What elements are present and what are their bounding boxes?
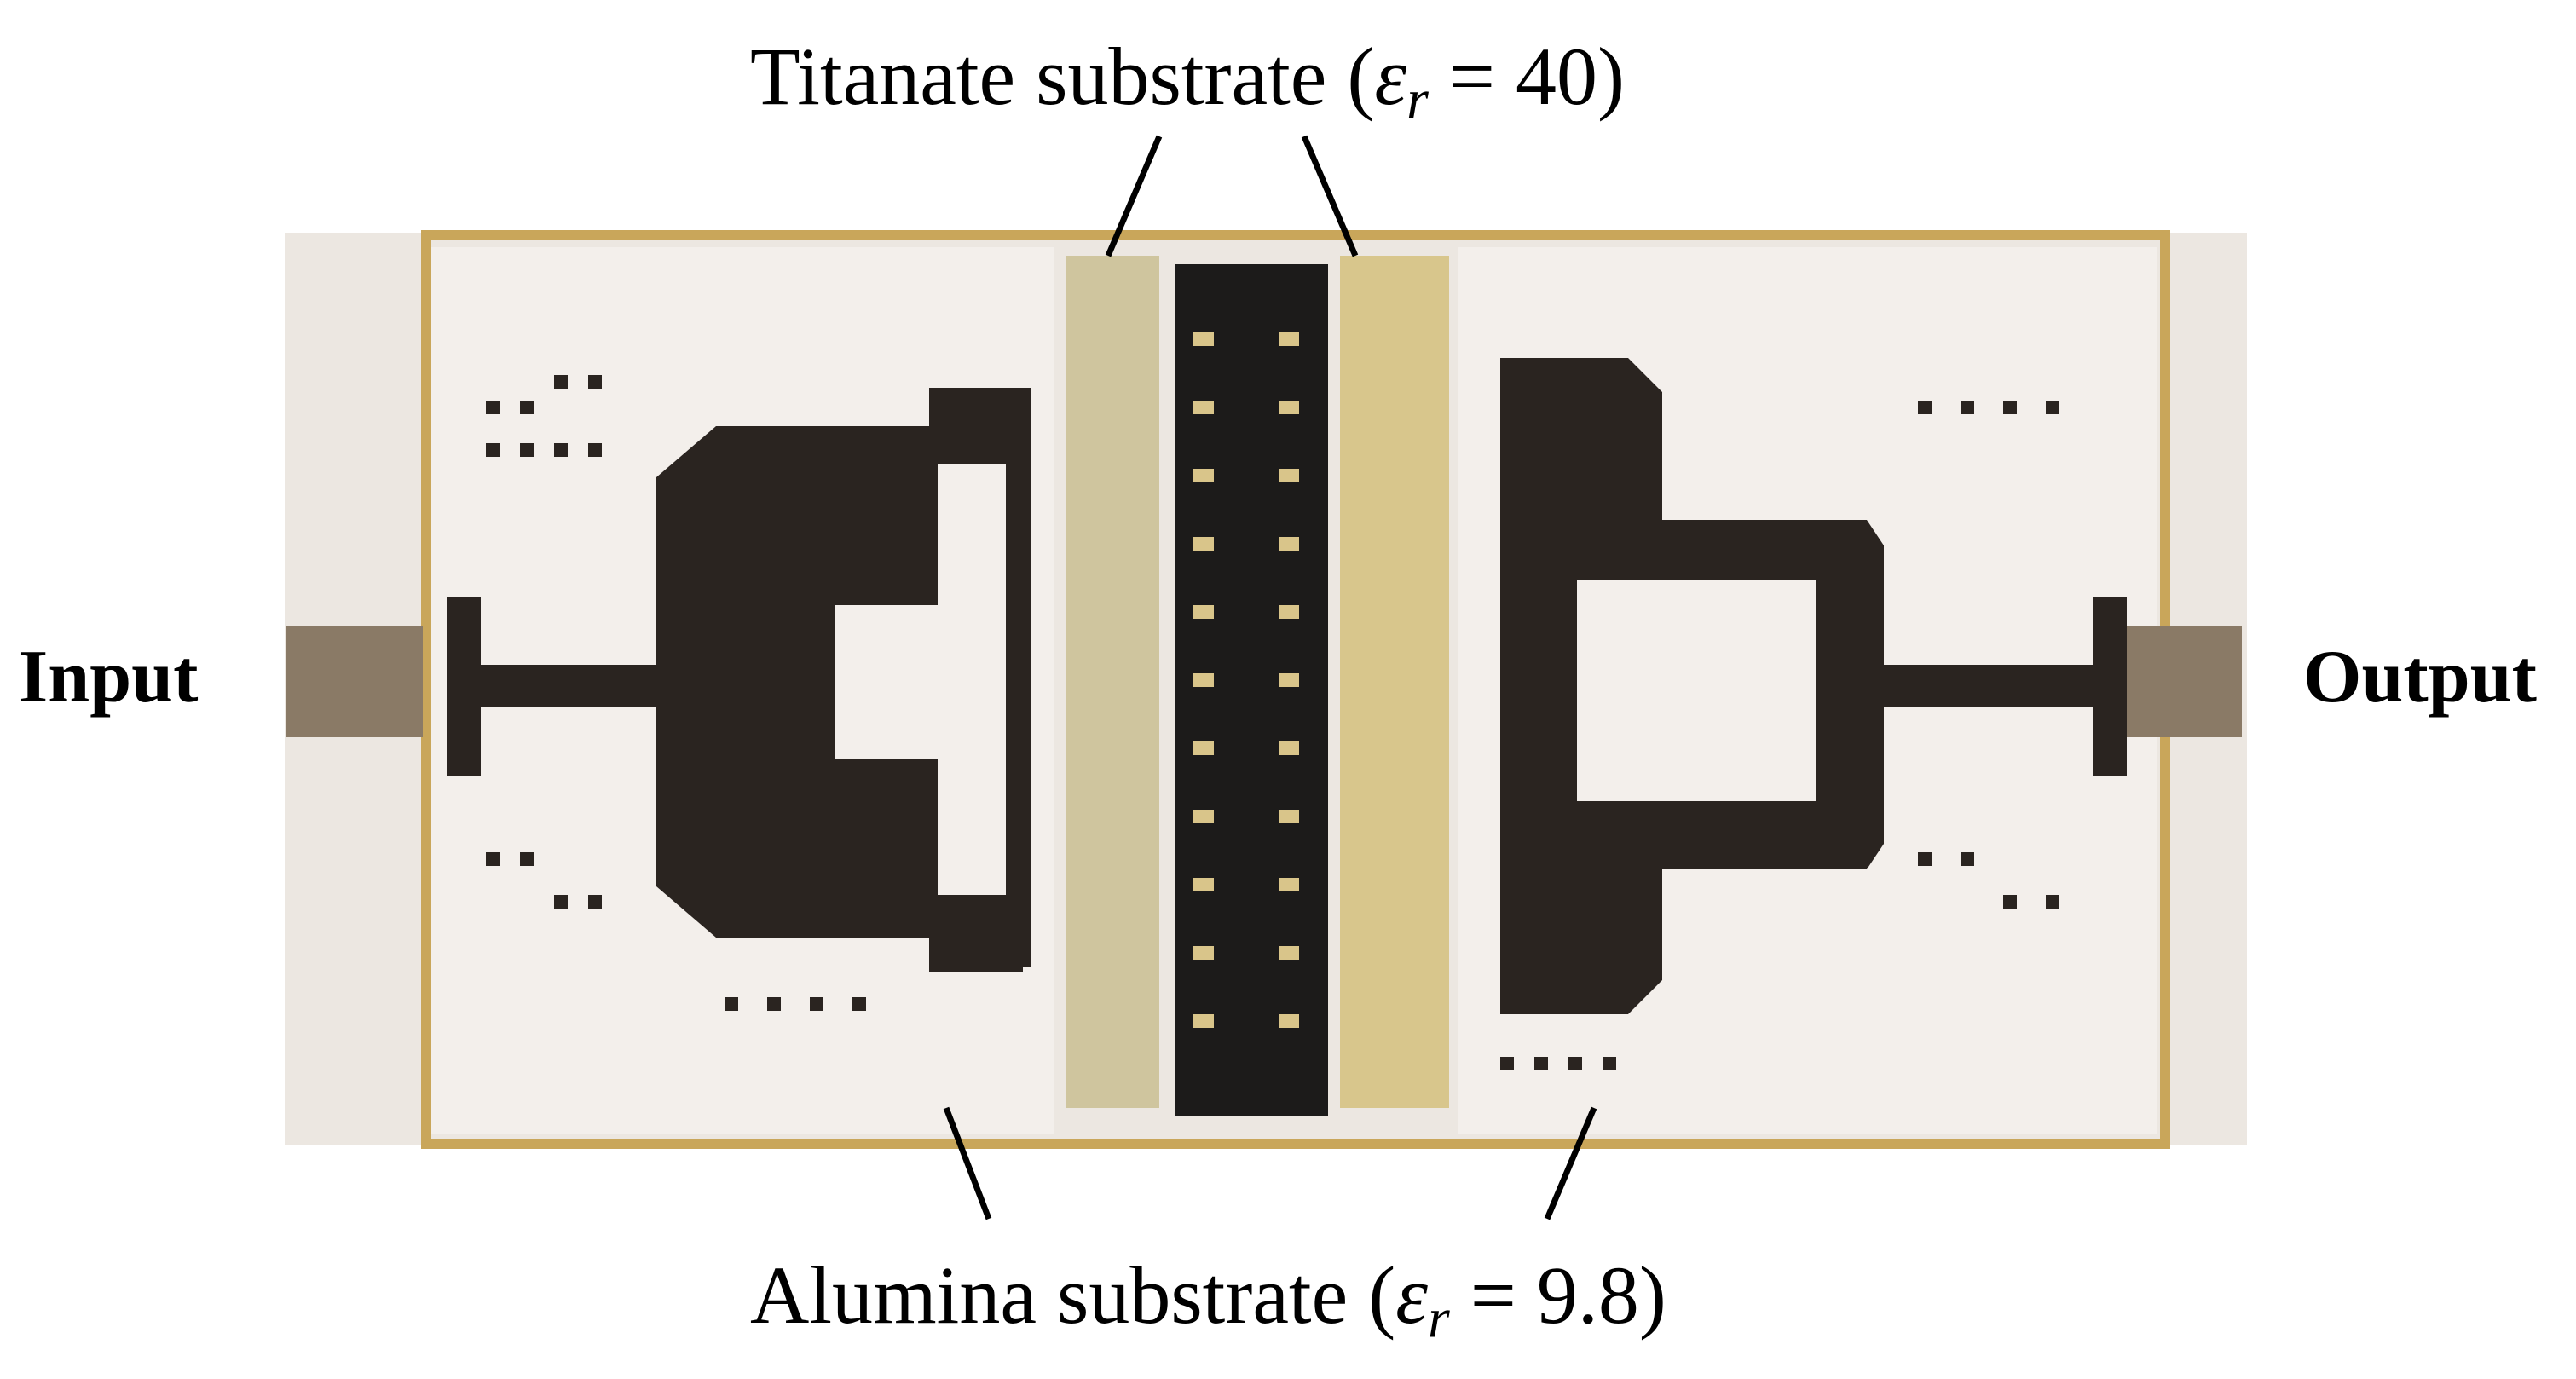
bottom-label-epsilon: ε <box>1395 1249 1428 1341</box>
top-label-suffix: = 40) <box>1428 31 1625 122</box>
titanate-substrate-left <box>1066 256 1159 1108</box>
bottom-label-subscript: r <box>1428 1287 1450 1350</box>
input-connector <box>286 626 423 737</box>
titanate-substrate-right <box>1340 256 1449 1108</box>
via-holes-right <box>1500 401 2059 1070</box>
output-label: Output <box>2303 636 2537 718</box>
top-label-subscript: r <box>1406 68 1429 131</box>
top-leader-right <box>1301 135 1359 257</box>
bottom-callout-label: Alumina substrate (εr = 9.8) <box>750 1236 1858 1355</box>
chip-pads <box>1193 332 1299 1028</box>
top-callout-label: Titanate substrate (εr = 40) <box>750 17 1841 136</box>
bottom-leader-right <box>1544 1106 1597 1220</box>
top-label-epsilon: ε <box>1374 31 1407 122</box>
bottom-leader-left <box>943 1106 992 1220</box>
input-network-window <box>835 605 963 759</box>
output-connector <box>2114 626 2242 737</box>
top-label-prefix: Titanate substrate ( <box>750 31 1375 122</box>
bottom-label-prefix: Alumina substrate ( <box>750 1249 1396 1341</box>
bottom-label-suffix: = 9.8) <box>1449 1249 1666 1341</box>
input-matching-network <box>447 388 1031 972</box>
transistor-chip <box>1175 264 1328 1116</box>
via-holes-left <box>486 375 866 1011</box>
output-network-window <box>1577 580 1816 801</box>
top-leader-left <box>1105 135 1163 257</box>
input-label: Input <box>19 636 199 718</box>
